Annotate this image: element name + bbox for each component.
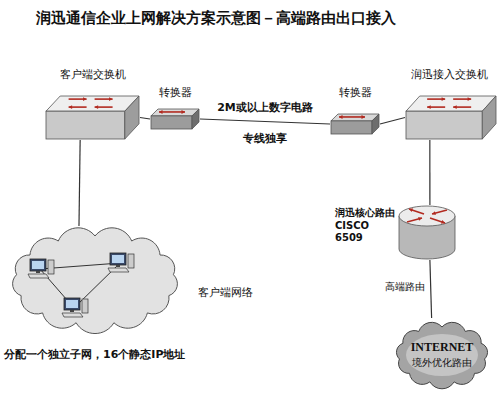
monitor-screen: [112, 255, 124, 263]
icon-arrow-head: [432, 211, 436, 215]
node-label: 转换器: [320, 86, 390, 100]
icon-arrow-head: [339, 115, 343, 119]
annotation-text: 分配一个独立子网，16个静态IP地址: [4, 348, 264, 362]
box-front-face: [46, 111, 125, 139]
client-switch-icon: [45, 95, 140, 140]
network-link: [429, 140, 430, 205]
core-router-icon: [398, 205, 456, 260]
client-switch: 客户端交换机: [45, 95, 140, 140]
access-switch: 润迅接入交换机: [405, 95, 497, 140]
box-side-face: [482, 96, 496, 139]
network-link: [380, 118, 405, 125]
keyboard: [62, 313, 83, 317]
computer-tower: [48, 260, 54, 274]
node-label: 转换器: [140, 86, 210, 100]
icon-arrow-head: [427, 105, 431, 109]
icon-arrow-shaft: [407, 218, 422, 222]
monitor-stand: [36, 271, 40, 273]
diagram-title: 润迅通信企业上网解决方案示意图－高端路由出口接入: [36, 9, 476, 28]
link-label: 2M或以上数字电路: [210, 101, 320, 115]
internet-cloud-icon: [390, 318, 494, 392]
box-top-face: [151, 109, 199, 116]
internet-cloud: INTERNET 境外优化路由: [390, 318, 494, 392]
icon-arrow-head: [181, 110, 185, 114]
monitor-stand: [116, 265, 120, 267]
icon-arrow-head: [95, 105, 99, 109]
cloud-outline: [13, 228, 178, 334]
icon-arrow-head: [83, 97, 87, 101]
monitor: [30, 259, 46, 271]
cloud-outline: [396, 322, 487, 388]
box-front-face: [406, 111, 482, 139]
box-front-face: [331, 121, 372, 134]
node-label: 客户端网络: [198, 286, 278, 300]
computer-icon: [108, 253, 134, 272]
icon-arrow-shaft: [432, 210, 447, 214]
computer-tower: [128, 254, 134, 268]
computer-icon: [62, 298, 88, 317]
icon-arrow-head: [468, 97, 472, 101]
monitor: [110, 253, 126, 265]
icon-arrow-head: [109, 97, 113, 101]
computer-icon: [28, 259, 54, 278]
monitor-screen: [32, 261, 44, 269]
icon-arrow-head: [69, 105, 73, 109]
icon-arrow-head: [159, 110, 163, 114]
icon-arrow-head: [409, 208, 413, 212]
media-converter: 转换器: [150, 108, 200, 130]
box-front-face: [151, 116, 192, 129]
monitor-stand: [70, 310, 74, 312]
icon-arrow-shaft: [409, 209, 424, 214]
node-label: 境外优化路由: [390, 357, 494, 370]
node-label: 润迅核心路由 CISCO 6509: [335, 207, 399, 245]
network-link: [200, 119, 330, 124]
node-label: 润迅接入交换机: [397, 68, 501, 82]
media-converter-icon: [150, 108, 200, 130]
box-side-face: [372, 114, 379, 134]
network-link: [430, 260, 432, 318]
computer-tower: [82, 299, 88, 313]
media-converter: 转换器: [330, 113, 380, 135]
box-top-face: [46, 96, 139, 111]
icon-arrow-head: [453, 105, 457, 109]
monitor-screen: [66, 300, 78, 308]
node-label: 客户端交换机: [33, 68, 152, 82]
client-network-cloud-icon: [6, 226, 184, 334]
media-converter-icon: [330, 113, 380, 135]
icon-arrow-head: [361, 115, 365, 119]
client-network-cloud: 客户端网络: [6, 226, 184, 334]
box-top-face: [331, 114, 379, 121]
link-label: 高端路由: [371, 281, 425, 294]
monitor: [64, 298, 80, 310]
keyboard: [108, 268, 129, 272]
box-top-face: [406, 96, 496, 111]
access-switch-icon: [405, 95, 497, 140]
icon-arrow-head: [418, 217, 422, 221]
icon-arrow-shaft: [430, 218, 445, 223]
node-label: INTERNET: [390, 340, 494, 355]
network-link: [140, 118, 150, 120]
icon-arrow-head: [442, 97, 446, 101]
box-side-face: [125, 96, 139, 139]
icon-arrow-head: [441, 220, 445, 224]
box-side-face: [192, 109, 199, 129]
annotation-text: 专线独享: [234, 132, 296, 146]
router-top: [399, 206, 455, 226]
core-router: 润迅核心路由 CISCO 6509: [398, 205, 456, 260]
network-link: [79, 140, 80, 226]
keyboard: [28, 274, 49, 278]
